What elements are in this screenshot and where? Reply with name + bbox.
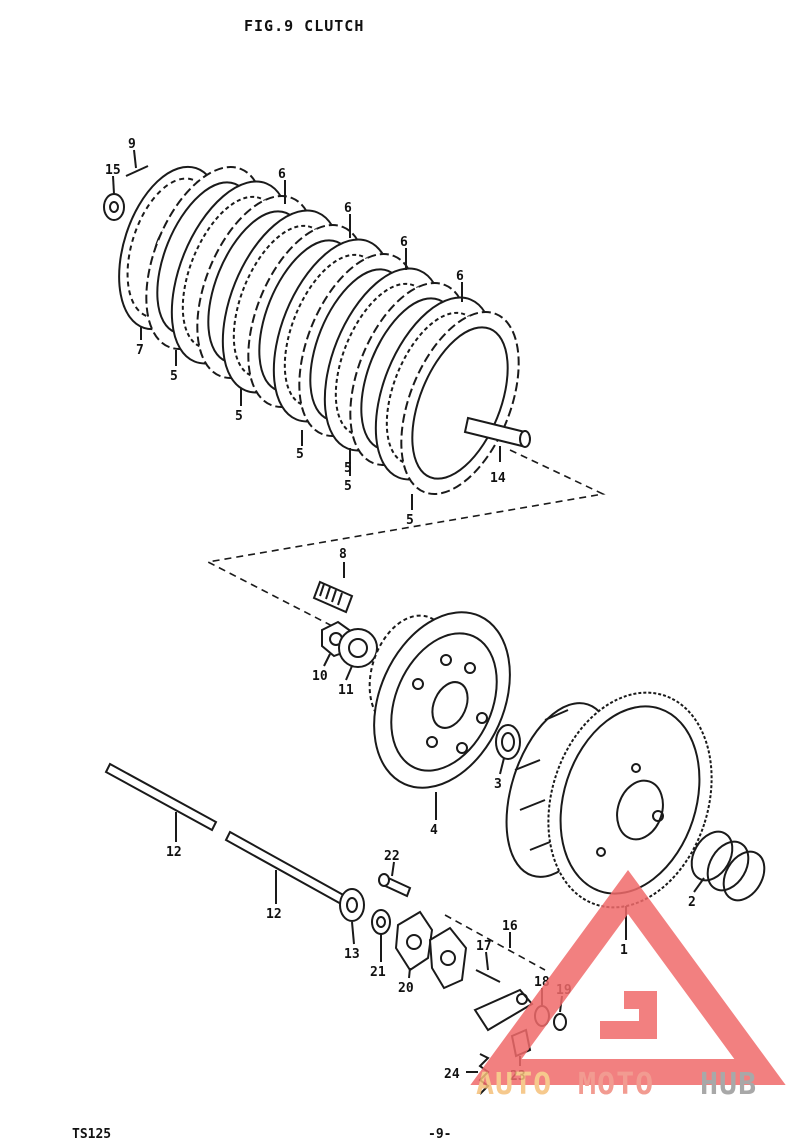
callout-7: 7: [136, 343, 144, 358]
release-arm-part-16: [428, 926, 468, 990]
callout-5-d: 5: [344, 461, 352, 476]
callout-17: 17: [476, 939, 492, 954]
push-rod-left-part-12: [104, 762, 218, 832]
model-label: TS125: [72, 1127, 111, 1142]
washer-part-11: [338, 628, 378, 668]
callout-21: 21: [370, 965, 386, 980]
callout-9: 9: [128, 137, 136, 152]
callout-5-b: 5: [235, 409, 243, 424]
callout-12-b: 12: [266, 907, 282, 922]
callout-6-a: 6: [278, 167, 286, 182]
callout-1: 1: [620, 943, 628, 958]
callout-16: 16: [502, 919, 518, 934]
figure-title: FIG.9 CLUTCH: [244, 17, 364, 35]
callout-2: 2: [688, 895, 696, 910]
watermark-text-hub: HUB: [700, 1067, 757, 1102]
callout-8: 8: [339, 547, 347, 562]
callout-15: 15: [105, 163, 121, 178]
bearing-part-13: [339, 888, 365, 922]
clutch-sleeve-hub-part-4: [368, 611, 511, 789]
clutch-plate-stack: [145, 166, 520, 495]
watermark-text-moto: MOTO: [578, 1067, 654, 1102]
push-rod-right-part-12: [224, 830, 358, 912]
page-number: -9-: [428, 1127, 451, 1142]
watermark-logo-icon: [470, 870, 786, 1085]
callout-6-d: 6: [456, 269, 464, 284]
pushrod-part-9: [125, 165, 149, 177]
callout-10: 10: [312, 669, 328, 684]
automotohub-watermark: AUTO MOTO HUB: [470, 870, 786, 1102]
callout-12-a: 12: [166, 845, 182, 860]
callout-20: 20: [398, 981, 414, 996]
callout-5-a: 5: [170, 369, 178, 384]
washer-part-15: [103, 193, 125, 221]
callout-24: 24: [444, 1067, 460, 1082]
callout-5-f: 5: [406, 513, 414, 528]
callout-13: 13: [344, 947, 360, 962]
callout-3: 3: [494, 777, 502, 792]
spacer-rings-part-2: [690, 830, 766, 902]
release-cam-part-20: [394, 910, 434, 972]
watermark-text-auto: AUTO: [476, 1067, 552, 1102]
callout-4: 4: [430, 823, 438, 838]
clutch-plate: [400, 311, 520, 495]
primary-shaft-part-14: [463, 416, 531, 448]
screw-part-22: [378, 873, 412, 898]
callout-22: 22: [384, 849, 400, 864]
callout-6-c: 6: [400, 235, 408, 250]
callout-5-c: 5: [296, 447, 304, 462]
thrust-washer-part-3: [495, 724, 521, 760]
callout-5-e: 5: [344, 479, 352, 494]
callout-6-b: 6: [344, 201, 352, 216]
assembly-line-upper: [205, 449, 606, 631]
callout-14: 14: [490, 471, 506, 486]
clutch-spring-part-8: [312, 580, 354, 614]
clutch-housing-part-1: [505, 691, 713, 909]
ring-part-21: [371, 909, 391, 935]
pin-part-17: [475, 969, 501, 983]
callout-11: 11: [338, 683, 354, 698]
